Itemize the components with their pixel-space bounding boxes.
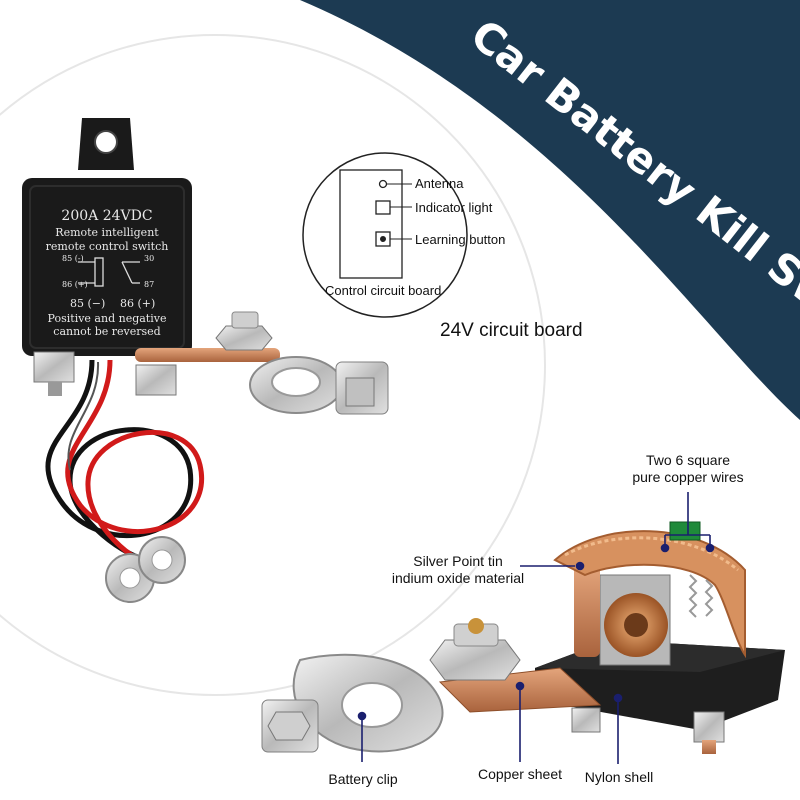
relay-line-1: Remote intelligent — [55, 226, 159, 239]
circuit-board-diagram — [302, 152, 468, 318]
relay-pin-85: 85 (-) — [62, 254, 84, 263]
silver-point-label-2: indium oxide material — [391, 570, 525, 586]
battery-clip-label: Battery clip — [328, 771, 398, 787]
relay-copper-strap — [135, 348, 280, 362]
relay-warning-1: Positive and negative — [47, 312, 167, 325]
indicator-light-label: Indicator light — [415, 200, 493, 215]
circuit-board-caption: Control circuit board — [325, 283, 442, 298]
switch-internals — [261, 521, 785, 754]
antenna-symbol — [378, 179, 388, 189]
callout-lines — [357, 492, 715, 764]
relay-pin-87: 87 — [144, 280, 155, 289]
silver-point-label-1: Silver Point tin — [413, 553, 503, 569]
copper-wires-label-2: pure copper wires — [632, 469, 744, 485]
copper-sheet-label: Copper sheet — [477, 766, 563, 782]
relay-warning-2: cannot be reversed — [53, 325, 161, 338]
relay-terminal-pos: 86 (+) — [120, 297, 156, 310]
nylon-shell-label: Nylon shell — [584, 769, 654, 785]
relay-terminal-neg: 85 (−) — [70, 297, 106, 310]
relay-pin-30: 30 — [144, 254, 155, 263]
banner-background — [300, 0, 800, 420]
relay-unit — [22, 118, 389, 603]
silver-point-contact — [574, 565, 600, 657]
relay-line-2: remote control switch — [45, 240, 169, 253]
braided-copper-wires — [553, 530, 746, 659]
copper-wires-label-1: Two 6 square — [645, 452, 731, 468]
learning-button-label: Learning button — [415, 232, 506, 247]
antenna-label: Antenna — [415, 176, 464, 191]
relay-rating: 200A 24VDC — [61, 208, 153, 224]
circuit-board-title: 24V circuit board — [440, 320, 583, 341]
relay-body — [22, 178, 192, 356]
relay-pin-86: 86 (+) — [62, 280, 88, 289]
